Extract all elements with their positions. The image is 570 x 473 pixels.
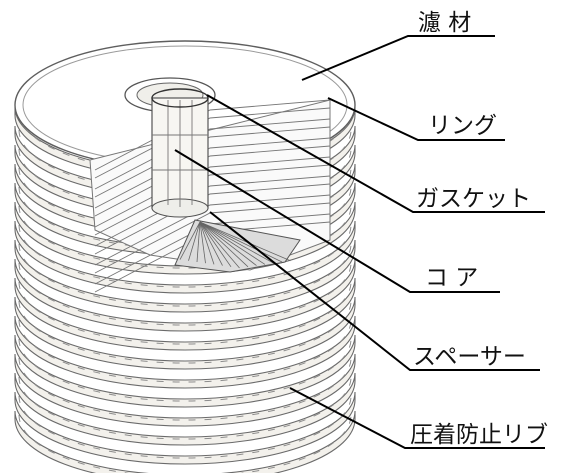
rib-line	[18, 167, 352, 231]
ring-layer	[14, 277, 356, 351]
ring-layer	[14, 391, 356, 465]
inner-ring-layers	[94, 99, 331, 293]
spacer-line	[199, 221, 232, 268]
label-filter-media: 濾 材	[418, 10, 471, 36]
spacer-line	[199, 221, 206, 264]
rib-line	[18, 205, 352, 269]
rib-line	[18, 414, 352, 473]
label-core: コ ア	[425, 265, 478, 291]
rib-line	[18, 243, 352, 307]
rib-line	[18, 376, 352, 440]
ring-layer	[14, 410, 356, 473]
ring-layer	[14, 182, 356, 256]
leader-lines	[174, 35, 545, 449]
rib-line	[18, 186, 352, 250]
inner-ring-edge	[94, 175, 331, 247]
leader-ring	[327, 97, 505, 141]
label-gasket: ガスケット	[416, 186, 531, 212]
labels: 濾 材 リング ガスケット コ ア スペーサー 圧着防止リブ	[410, 10, 548, 448]
leader-anti-compression-rib	[289, 387, 545, 449]
ring-layer	[14, 201, 356, 275]
rib-line	[18, 281, 352, 345]
rib-line	[18, 262, 352, 326]
label-anti-compression-rib: 圧着防止リブ	[410, 422, 548, 448]
inner-ring-edge	[94, 194, 331, 266]
spacer-line	[199, 221, 215, 265]
inner-ring-edge	[94, 99, 331, 171]
ring-layer	[14, 372, 356, 446]
rib-line	[18, 300, 352, 364]
cutaway-section	[89, 99, 331, 293]
spacer-line	[199, 221, 249, 268]
ring-layer	[14, 296, 356, 370]
spacer-line	[188, 221, 201, 261]
inner-ring-edge	[94, 126, 331, 198]
inner-ring-edge	[94, 118, 331, 190]
ring-layer	[14, 239, 356, 313]
spacer-line	[199, 221, 223, 266]
spacer-line	[199, 221, 266, 265]
ring-layer	[14, 334, 356, 408]
rib-line	[18, 319, 352, 383]
spacer-line	[199, 221, 257, 266]
rib-line	[18, 224, 352, 288]
inner-ring-edge	[94, 164, 331, 236]
label-ring: リング	[428, 113, 497, 139]
filter-illustration	[14, 40, 356, 473]
label-spacer: スペーサー	[413, 344, 526, 370]
spacer-line	[199, 221, 283, 263]
inner-ring-edge	[94, 145, 331, 217]
ring-layer	[14, 353, 356, 427]
inner-ring-edge	[94, 107, 331, 179]
leader-filter-media	[301, 35, 495, 81]
leader-spacer	[209, 211, 540, 371]
ring-layer	[14, 220, 356, 294]
gasket	[151, 88, 209, 108]
rib-line	[18, 110, 352, 174]
ring-layer	[14, 315, 356, 389]
rib-line	[18, 148, 352, 212]
rib-line	[18, 357, 352, 421]
inner-ring-edge	[94, 156, 331, 228]
spacer-line	[199, 221, 274, 264]
spacer-line	[179, 221, 201, 260]
rib-line	[18, 395, 352, 459]
rib-line	[18, 338, 352, 402]
leader-gasket	[206, 94, 545, 213]
rib-line	[18, 129, 352, 193]
spacer-line	[199, 221, 291, 262]
inner-ring-edge	[94, 183, 331, 255]
spacer-line	[196, 221, 201, 263]
spacer-line	[199, 221, 240, 269]
leader-core	[174, 149, 500, 293]
